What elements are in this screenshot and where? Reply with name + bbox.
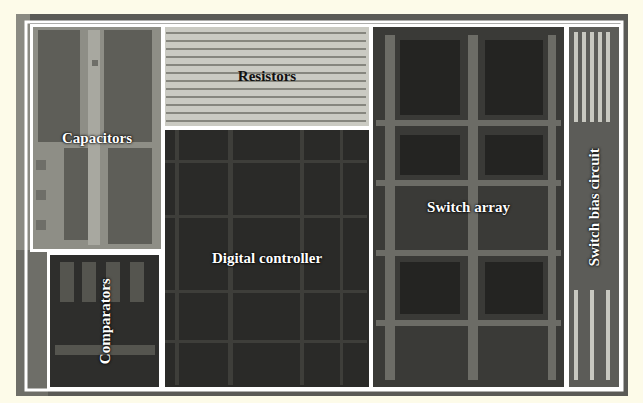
region-label: Switch bias circuit xyxy=(586,148,603,266)
digital-controller-region: Digital controller xyxy=(162,127,372,390)
region-label: Capacitors xyxy=(62,130,132,147)
region-label: Switch array xyxy=(427,199,510,216)
switch-array-region: Switch array xyxy=(370,24,567,390)
switch-bias-region: Switch bias circuit xyxy=(566,24,622,390)
comparator-region: Comparators xyxy=(47,252,162,390)
region-label: Comparators xyxy=(96,278,113,364)
region-label: Digital controller xyxy=(212,250,322,267)
resistor-region: Resistors xyxy=(162,24,372,129)
region-label: Resistors xyxy=(238,68,296,85)
capacitor-region: Capacitors xyxy=(30,24,164,252)
